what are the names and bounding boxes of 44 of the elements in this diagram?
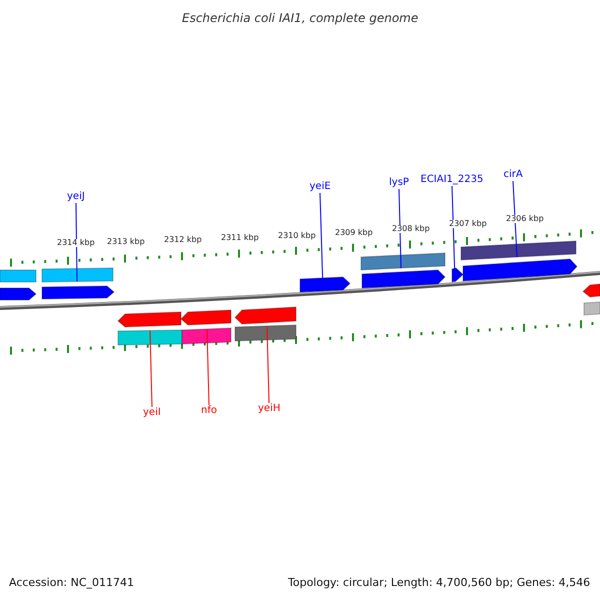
gene-feature [300, 276, 351, 293]
scale-label: 2308 kbp [392, 225, 430, 233]
gene-feature [0, 288, 37, 300]
title: Escherichia coli IAI1, complete genome [182, 12, 418, 24]
scale-label: 2307 kbp [449, 220, 487, 228]
gene-feature [582, 283, 600, 298]
gene-feature [180, 309, 232, 326]
gene-bar [360, 252, 446, 271]
gene-name: lysP [389, 178, 409, 188]
gene-bar [584, 301, 600, 316]
gene-name: yeiE [310, 182, 331, 192]
leader-line [206, 328, 210, 406]
leader-line [452, 186, 456, 282]
gene-feature [42, 286, 115, 300]
leader-line [150, 330, 152, 408]
footer-text: Topology: circular; Length: 4,700,560 bp; Genes: 4,546 [288, 576, 590, 588]
scale-label: 2309 kbp [335, 229, 373, 237]
gene-name: cirA [504, 170, 523, 180]
scale-label: 2313 kbp [107, 238, 145, 246]
gene-name: ECIAI1_2235 [420, 175, 484, 185]
scale-label: 2311 kbp [221, 234, 259, 242]
gene-bar [460, 240, 576, 261]
leader-line [76, 202, 78, 282]
gene-feature [362, 269, 446, 289]
scale-label: 2306 kbp [506, 215, 544, 223]
gene-bar [0, 270, 36, 282]
gene-bar [118, 330, 182, 346]
gene-feature [234, 306, 296, 325]
gene-feature [117, 311, 182, 328]
scale-label: 2314 kbp [57, 239, 95, 247]
leader-line [320, 192, 324, 292]
scale-label: 2312 kbp [164, 236, 202, 244]
gene-bar [42, 268, 114, 282]
scale-label: 2310 kbp [278, 232, 316, 240]
gene-bar [234, 324, 296, 342]
gene-name: yeiJ [67, 192, 85, 202]
gene-name: nfo [201, 406, 217, 416]
leader-line [266, 325, 270, 404]
footer-text: Accession: NC_011741 [9, 576, 134, 588]
leader-line [398, 188, 402, 269]
gene-name: yeiH [258, 404, 280, 414]
gene-bar [182, 327, 232, 345]
gene-name: yeiI [143, 408, 161, 418]
leader-line [512, 180, 518, 258]
